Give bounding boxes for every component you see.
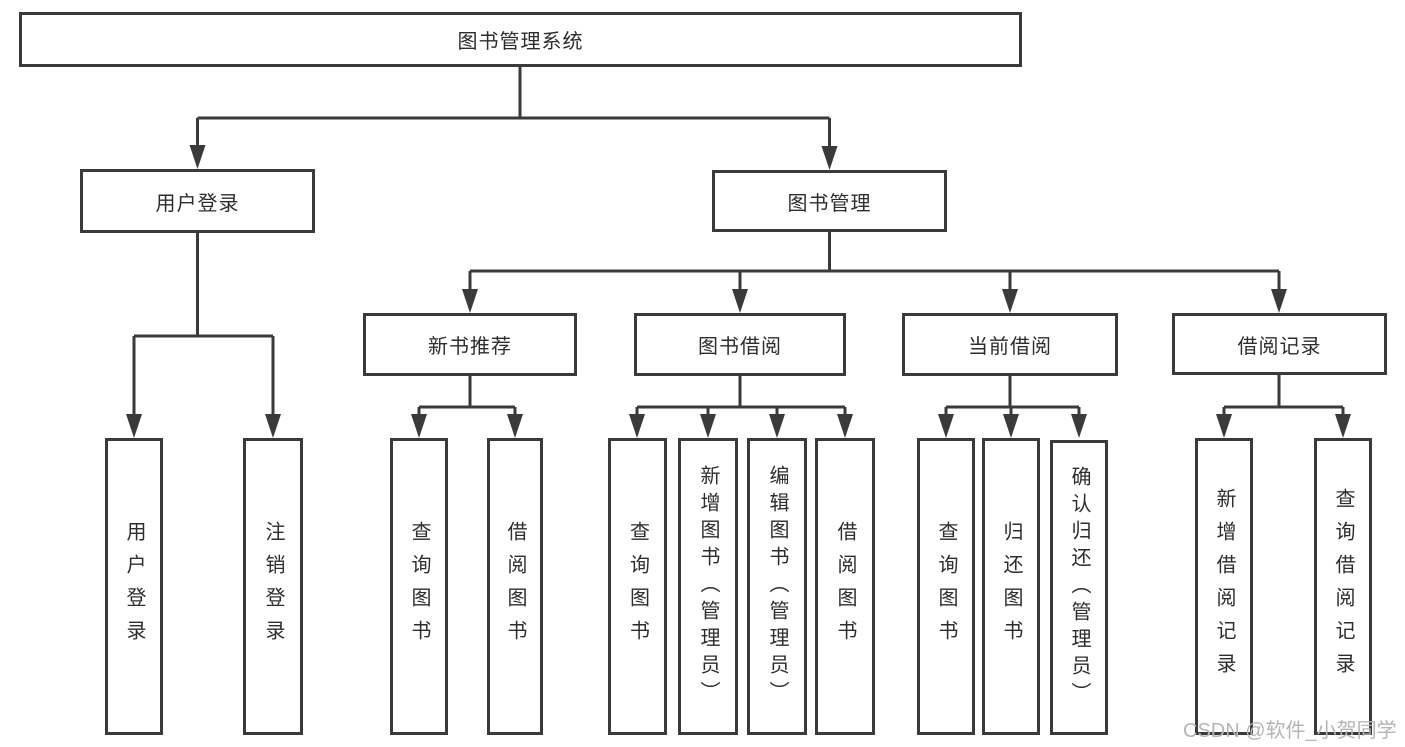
node-library-management-system: 图书管理系统 — [19, 12, 1022, 67]
leaf-borrowing-query-books: 查询图书 — [608, 438, 667, 735]
node-book-borrowing-label: 图书借阅 — [698, 336, 782, 358]
node-borrowing-records: 借阅记录 — [1172, 313, 1387, 375]
leaf-user-login-label: 用户登录 — [123, 520, 145, 653]
leaf-records-query-record: 查询借阅记录 — [1314, 438, 1372, 735]
node-current-borrowing: 当前借阅 — [902, 313, 1118, 376]
node-new-book-recommendation-label: 新书推荐 — [428, 336, 512, 358]
node-book-borrowing: 图书借阅 — [634, 313, 846, 376]
leaf-logout-login: 注销登录 — [243, 438, 303, 735]
node-borrowing-records-label: 借阅记录 — [1237, 335, 1322, 358]
leaf-borrowing-query-books-label: 查询图书 — [626, 520, 649, 653]
node-current-borrowing-label: 当前借阅 — [968, 336, 1052, 358]
leaf-borrowing-edit-books-admin: 编辑图书（管理员） — [747, 438, 807, 735]
leaf-borrowing-add-books-admin-label: 新增图书（管理员） — [697, 465, 719, 708]
leaf-records-add-record-label: 新增借阅记录 — [1213, 487, 1235, 686]
node-book-management-label: 图书管理 — [787, 192, 872, 215]
leaf-borrowing-borrow-books-label: 借阅图书 — [834, 520, 856, 653]
node-book-management: 图书管理 — [712, 170, 947, 232]
leaf-current-confirm-return-admin-label: 确认归还（管理员） — [1068, 466, 1090, 709]
leaf-records-query-record-label: 查询借阅记录 — [1332, 487, 1354, 686]
node-library-management-system-label: 图书管理系统 — [457, 31, 584, 53]
leaf-recommend-query-books: 查询图书 — [390, 438, 448, 735]
leaf-logout-login-label: 注销登录 — [262, 520, 284, 653]
leaf-borrowing-add-books-admin: 新增图书（管理员） — [678, 438, 738, 735]
node-user-login: 用户登录 — [80, 169, 315, 233]
leaf-recommend-borrow-books: 借阅图书 — [487, 438, 543, 735]
leaf-borrowing-edit-books-admin-label: 编辑图书（管理员） — [766, 465, 788, 708]
leaf-current-query-books: 查询图书 — [917, 438, 975, 735]
leaf-current-return-books-label: 归还图书 — [1000, 520, 1022, 653]
node-new-book-recommendation: 新书推荐 — [363, 313, 577, 376]
leaf-records-add-record: 新增借阅记录 — [1195, 438, 1253, 735]
node-user-login-label: 用户登录 — [155, 192, 240, 215]
leaf-user-login: 用户登录 — [105, 438, 163, 735]
leaf-current-confirm-return-admin: 确认归还（管理员） — [1050, 440, 1108, 735]
leaf-current-query-books-label: 查询图书 — [935, 520, 957, 653]
leaf-borrowing-borrow-books: 借阅图书 — [815, 438, 875, 735]
leaf-recommend-borrow-books-label: 借阅图书 — [504, 520, 526, 653]
leaf-recommend-query-books-label: 查询图书 — [408, 520, 430, 653]
arrow-icons — [126, 145, 1351, 438]
leaf-current-return-books: 归还图书 — [982, 438, 1040, 735]
